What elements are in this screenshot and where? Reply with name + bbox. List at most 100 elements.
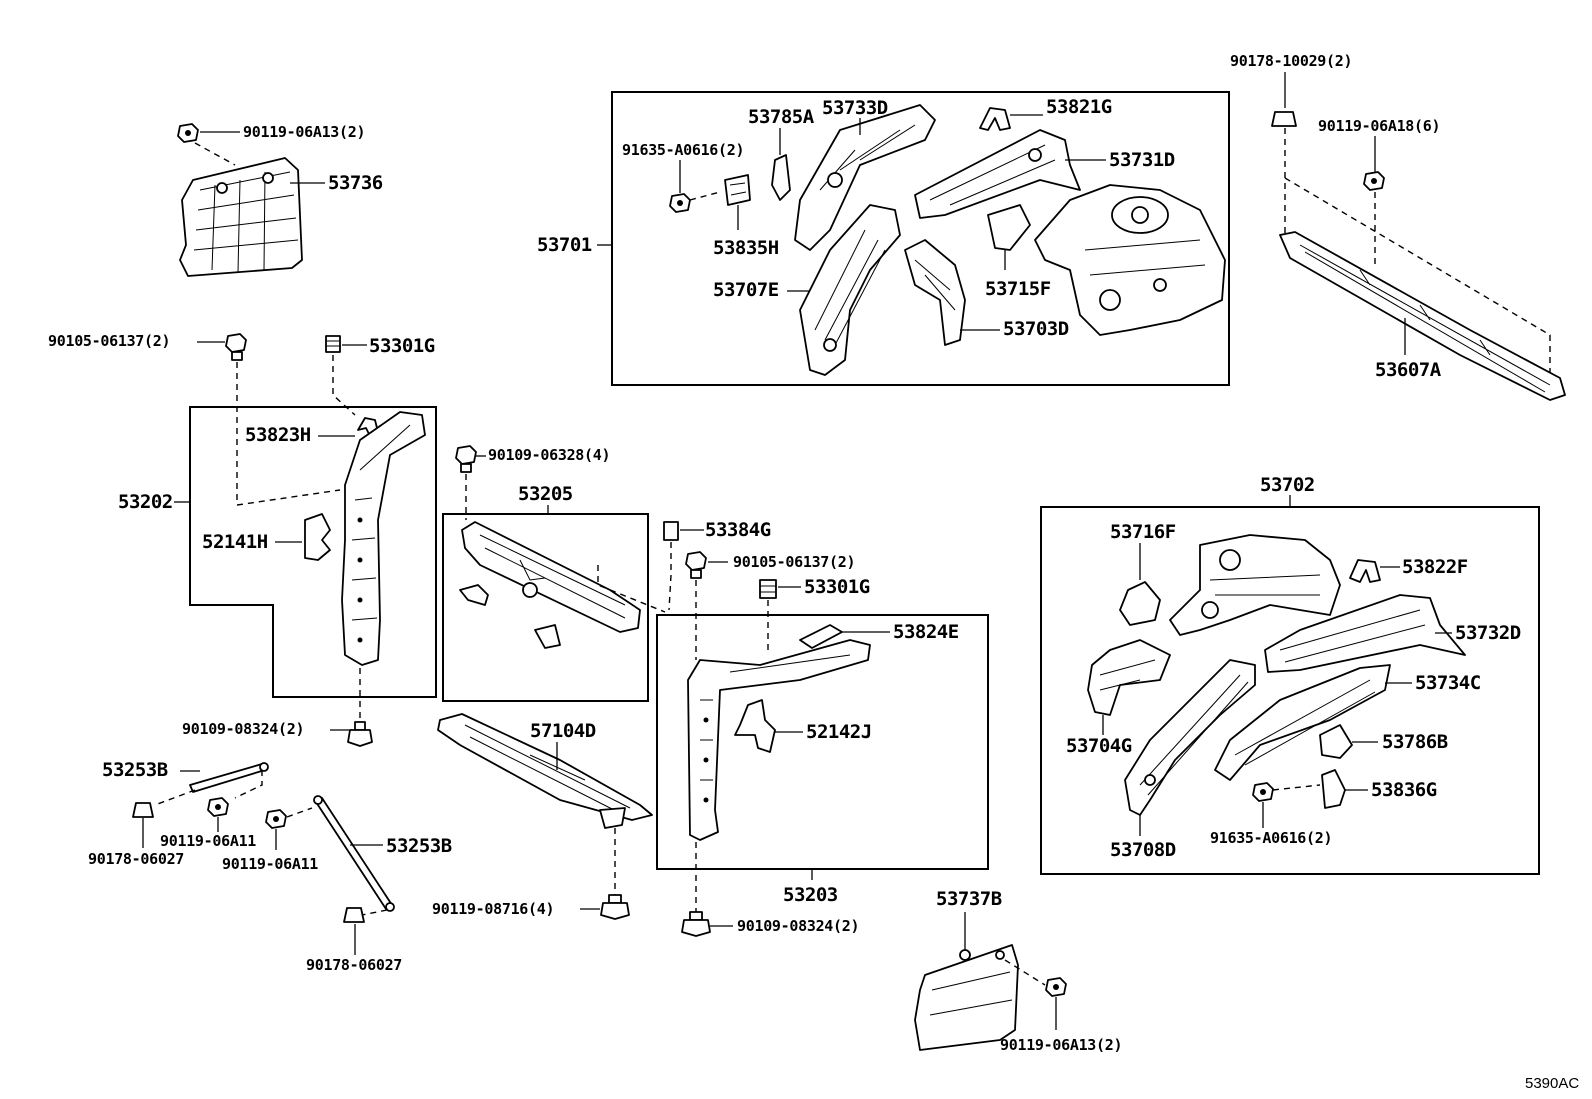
group-box-53202 (189, 406, 437, 698)
member-53732D-drawing (1264, 594, 1466, 673)
bracket-53716F-drawing (1119, 581, 1161, 626)
bracket-52142J-drawing (734, 699, 776, 753)
bolt-icon (207, 797, 229, 817)
nut-icon (343, 907, 365, 923)
tower-housing-right-drawing (1169, 534, 1341, 636)
part-label: 90178-10029(2) (1230, 52, 1352, 70)
group-box-53701 (611, 91, 1230, 386)
diagram-code: 5390AC (1525, 1075, 1579, 1092)
bracket-53703D-drawing (904, 239, 966, 346)
panel-53737B-drawing (914, 944, 1019, 1051)
bracket-53715F-drawing (987, 204, 1031, 251)
part-label: 90105-06137(2) (733, 553, 855, 571)
bracket-53205-drawing (459, 521, 641, 649)
bracket-53836G-drawing (1321, 769, 1346, 809)
bolt-icon (1045, 977, 1067, 997)
member-53734C-drawing (1214, 664, 1391, 781)
part-label: 53731D (1109, 149, 1175, 171)
bracket-53786B-drawing (1319, 724, 1353, 759)
part-label: 90119-06A11 (222, 855, 318, 873)
rod-53253B-drawing (189, 762, 269, 793)
nut-icon (325, 335, 341, 353)
crossmember-57104D-drawing (437, 713, 653, 829)
part-label: 57104D (530, 720, 596, 742)
member-53731D-drawing (914, 129, 1081, 219)
part-label: 53734C (1415, 672, 1481, 694)
part-label: 53737B (936, 888, 1002, 910)
bolt-icon (681, 911, 711, 937)
clip-53822F-drawing (1349, 559, 1381, 583)
part-label: 53733D (822, 97, 888, 119)
bracket-52141H-drawing (304, 513, 331, 561)
part-label: 53384G (705, 519, 771, 541)
part-label: 90119-06A11 (160, 832, 256, 850)
bolt-icon (1363, 171, 1385, 191)
apron-53733D-drawing (794, 104, 936, 251)
part-label: 53732D (1455, 622, 1521, 644)
bolt-icon (347, 721, 373, 747)
group-label: 53702 (1260, 474, 1315, 496)
part-label: 53786B (1382, 731, 1448, 753)
part-label: 91635-A0616(2) (1210, 829, 1332, 847)
part-label: 53715F (985, 278, 1051, 300)
part-label: 53301G (804, 576, 870, 598)
group-label: 53202 (118, 491, 173, 513)
part-label: 53253B (102, 759, 168, 781)
part-label: 53824E (893, 621, 959, 643)
part-label: 90109-08324(2) (737, 917, 859, 935)
part-label: 53703D (1003, 318, 1069, 340)
part-label: 90119-08716(4) (432, 900, 554, 918)
part-label: 90119-06A18(6) (1318, 117, 1440, 135)
bolt-icon (669, 193, 691, 213)
nut-icon (759, 579, 777, 599)
group-label: 53205 (518, 483, 573, 505)
bracket-53785A-drawing (771, 154, 791, 201)
group-box-53203 (656, 614, 989, 870)
part-label: 53607A (1375, 359, 1442, 381)
part-label: 90109-06328(4) (488, 446, 610, 464)
part-label: 53822F (1402, 556, 1468, 578)
part-label: 53253B (386, 835, 452, 857)
part-label: 52142J (806, 721, 872, 743)
bolt-icon (177, 123, 199, 143)
part-label: 53835H (713, 237, 779, 259)
bracket-53835H-drawing (724, 174, 751, 206)
part-label: 90178-06027 (88, 850, 184, 868)
part-label: 53716F (1110, 521, 1176, 543)
part-label: 90105-06137(2) (48, 332, 170, 350)
part-label: 90119-06A13(2) (1000, 1036, 1122, 1054)
part-label: 53301G (369, 335, 435, 357)
part-label: 53704G (1066, 735, 1132, 757)
part-label: 52141H (202, 531, 268, 553)
tower-housing-drawing (1034, 184, 1226, 336)
part-label: 53736 (328, 172, 383, 194)
bolt-icon (600, 894, 630, 920)
part-label: 91635-A0616(2) (622, 141, 744, 159)
clip-53821G-drawing (979, 107, 1011, 131)
member-53607A-drawing (1279, 231, 1566, 401)
group-label: 53203 (783, 884, 838, 906)
pillar-53203-drawing (687, 639, 871, 841)
part-label: 53836G (1371, 779, 1437, 801)
group-box-53205 (442, 513, 649, 702)
nut-icon (1271, 111, 1297, 127)
part-label: 90119-06A13(2) (243, 123, 365, 141)
nut-icon (132, 802, 154, 818)
bolt-icon (685, 551, 707, 579)
group-label: 53701 (537, 234, 592, 256)
part-label: 53821G (1046, 96, 1112, 118)
part-label: 53707E (713, 279, 779, 301)
pillar-53202-drawing (341, 411, 426, 666)
part-label: 90109-08324(2) (182, 720, 304, 738)
part-label: 53823H (245, 424, 311, 446)
panel-53736-drawing (179, 157, 303, 277)
part-label: 90178-06027 (306, 956, 402, 974)
part-label: 53708D (1110, 839, 1176, 861)
nut-icon (663, 521, 679, 541)
bolt-icon (1252, 782, 1274, 802)
bolt-icon (225, 333, 247, 361)
bolt-icon (455, 445, 477, 473)
bolt-icon (265, 809, 287, 829)
rod-53253B-b-drawing (313, 795, 395, 912)
